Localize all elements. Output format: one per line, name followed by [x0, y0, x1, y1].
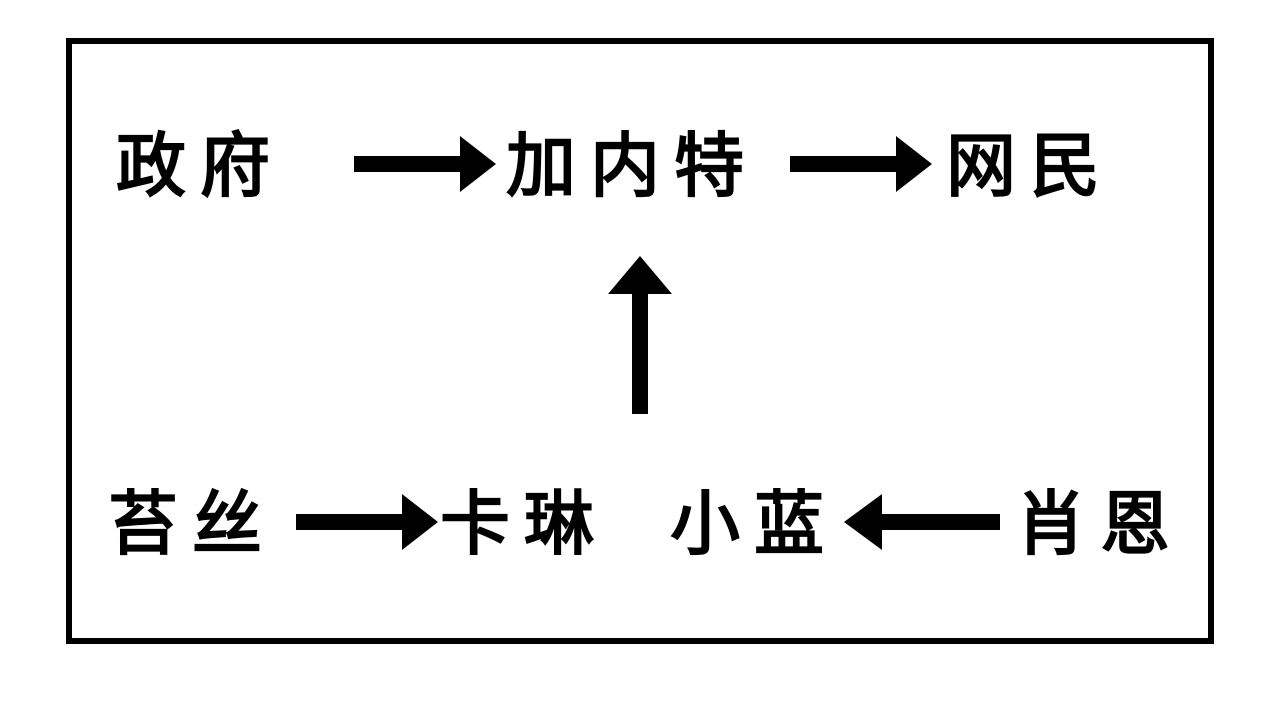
node-xiaolan: 小蓝 [670, 483, 838, 565]
node-shawn: 肖恩 [1016, 483, 1184, 565]
node-tess: 苔丝 [108, 483, 276, 565]
diagram-border [66, 38, 1214, 644]
node-netizens: 网民 [946, 125, 1114, 207]
node-government: 政府 [116, 125, 284, 207]
node-karin: 卡琳 [440, 483, 608, 565]
node-garnet: 加内特 [506, 125, 758, 207]
